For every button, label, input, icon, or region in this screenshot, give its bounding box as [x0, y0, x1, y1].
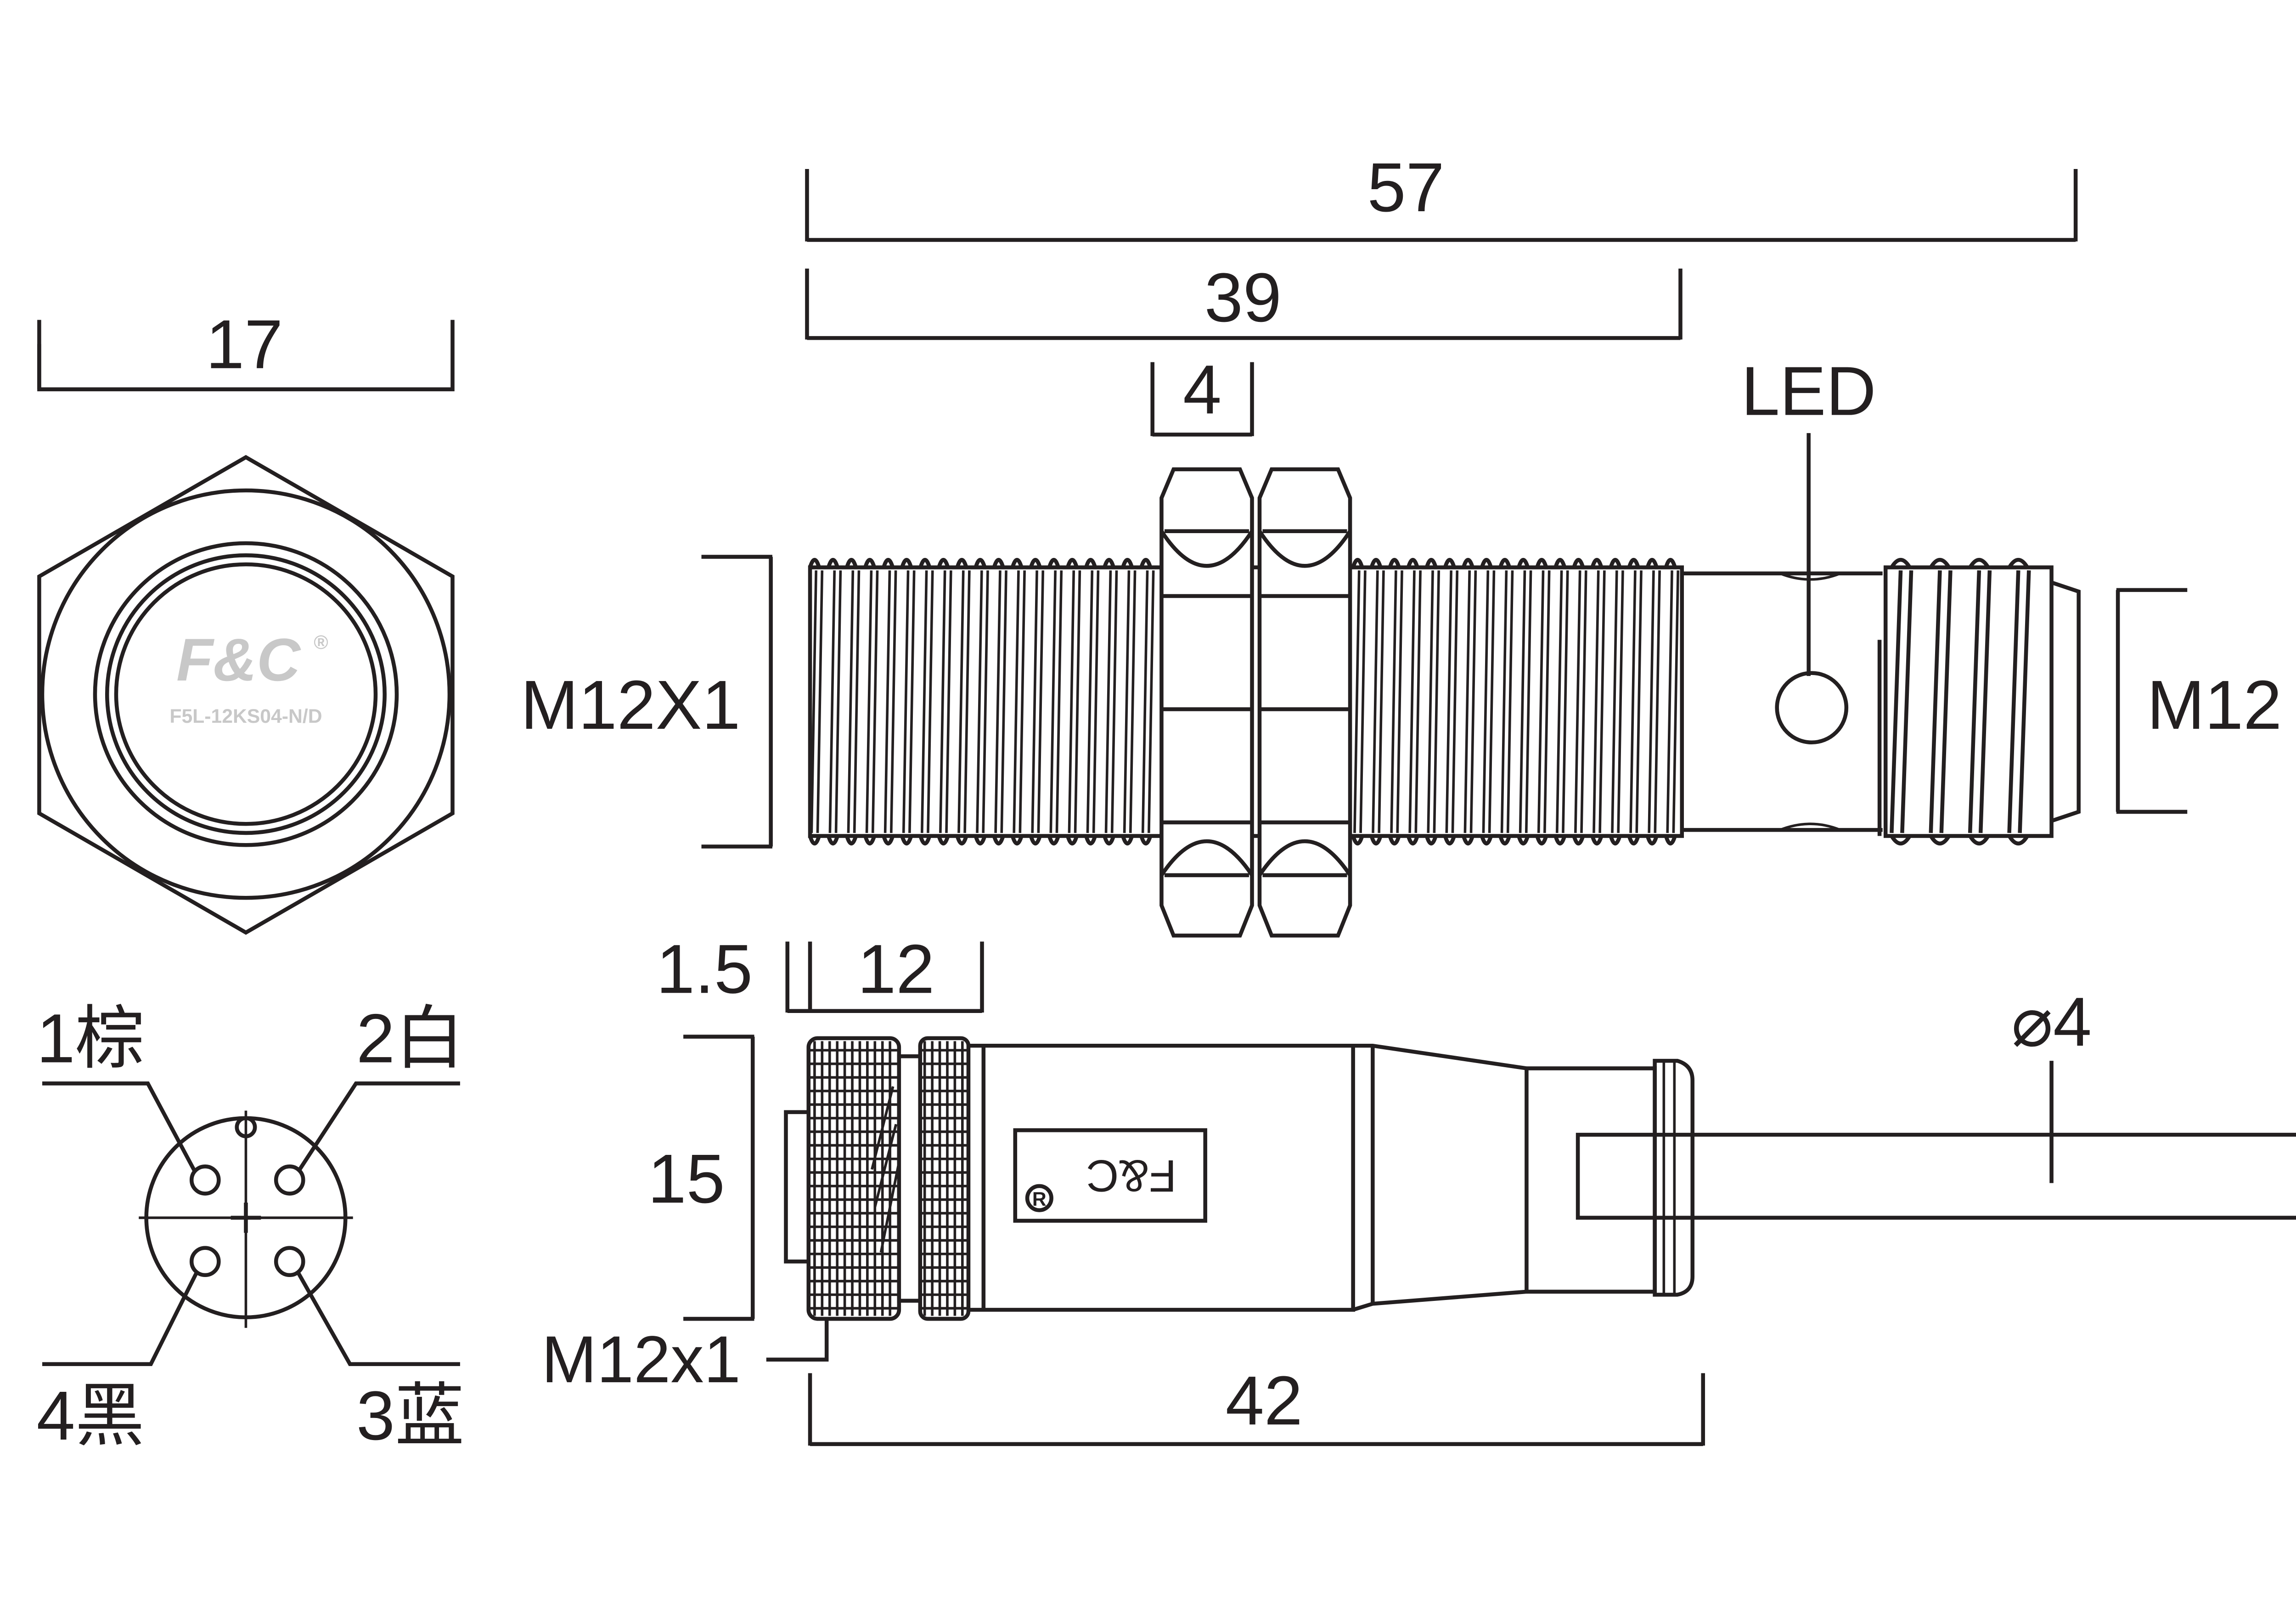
svg-text:R: R: [1032, 1188, 1047, 1210]
pin-4: [189, 1246, 221, 1277]
pin-1: [189, 1164, 221, 1196]
lock-nut-2: [1257, 467, 1352, 938]
hex-nut-outline: [37, 455, 455, 935]
pinout-diagram: 1棕 2白 4黑 3蓝: [37, 1000, 465, 1455]
led-label: LED: [1741, 353, 1876, 430]
nut-face-circle: [40, 488, 452, 900]
end-view-width-dimension: 17: [206, 306, 283, 383]
nut-width-dimension: 4: [1183, 351, 1221, 428]
total-length-dimension: 57: [1367, 149, 1445, 226]
connector-thread: [1883, 565, 2054, 838]
lock-nut-1: [1159, 467, 1254, 938]
thread-length-dimension: 39: [1204, 259, 1282, 337]
pin-2-label: 2白: [356, 1000, 464, 1077]
connector-thread-label: M12: [2147, 666, 2282, 744]
cable-diameter-label: ⌀4: [2011, 983, 2092, 1061]
connector-body: [968, 1044, 1355, 1312]
pin-3-label: 3蓝: [356, 1377, 464, 1455]
keyway: [235, 1116, 257, 1138]
connector-taper: [1352, 1044, 1529, 1312]
face-model-number: F5L-12KS04-N/D: [169, 705, 322, 727]
connector-threads: [1890, 558, 2031, 846]
cable: [1692, 1132, 2296, 1220]
cable-thread-label: M12x1: [541, 1322, 741, 1396]
offset-dimension: 1.5: [656, 930, 753, 1008]
nut-length-dimension: 12: [857, 930, 934, 1008]
diameter-dimension: 15: [648, 1140, 725, 1218]
front-pin-face: [784, 1110, 812, 1264]
smooth-housing: [1682, 571, 1883, 832]
pin-1-label: 1棕: [37, 1000, 145, 1077]
face-logo: F&C: [176, 626, 301, 693]
connector-logo: F&C: [1086, 1151, 1176, 1201]
connector-logo-plate: [1013, 1128, 1207, 1223]
barrel-threads: [808, 557, 1680, 846]
strain-relief-collar: [1653, 1058, 1695, 1297]
led-window: [1775, 671, 1849, 745]
pin-3: [274, 1246, 305, 1277]
connector-length-dimension: 42: [1226, 1362, 1303, 1440]
pin-4-label: 4黑: [37, 1377, 145, 1455]
pin-2: [274, 1164, 305, 1196]
body-thread-label: M12X1: [521, 666, 741, 744]
cable-connector-view: 1.5 12 15 M12x1 F&C R: [541, 930, 2296, 1446]
svg-text:®: ®: [314, 631, 328, 653]
sensor-side-view: 57 39 4 LED M12X1: [521, 149, 2282, 938]
sensor-face-outer: [93, 541, 399, 847]
end-view: 17 F&C ® F5L-12KS04-N/D: [37, 306, 455, 935]
